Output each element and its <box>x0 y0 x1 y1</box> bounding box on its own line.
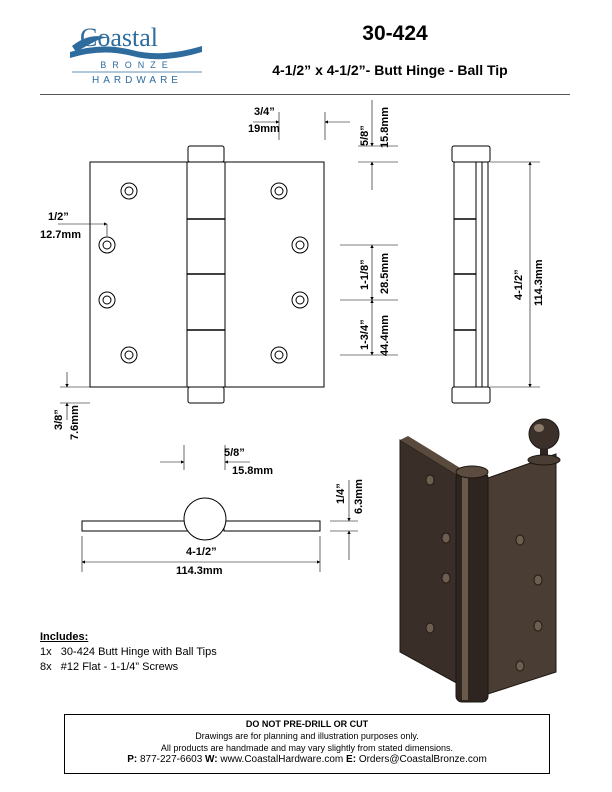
ball-tip-detail <box>527 418 561 466</box>
bottom-ball-tip <box>187 386 225 404</box>
contact-line: P: 877-227-6603 W: www.CoastalHardware.c… <box>65 754 549 766</box>
leaf-thick-mm: 6.3mm <box>353 479 365 514</box>
screw-holes <box>98 182 309 364</box>
item-text: 30-424 Butt Hinge with Ball Tips <box>60 646 217 658</box>
notice-line2: All products are handmade and may vary s… <box>160 743 454 753</box>
tip-height-in: 5/8” <box>359 125 371 146</box>
item-qty: 8x <box>40 661 52 673</box>
email-link[interactable]: Orders@CoastalBronze.com <box>358 754 487 765</box>
height-mm: 114.3mm <box>533 259 545 306</box>
logo-line2: BRONZE <box>100 60 174 70</box>
leaf-to-knuckle-in: 3/4” <box>254 106 275 118</box>
hinge-3d-render <box>399 418 561 703</box>
leaf-to-knuckle-mm: 19mm <box>248 123 280 135</box>
item-text: #12 Flat - 1-1/4” Screws <box>60 661 179 673</box>
hole-gap1-in: 1-1/8” <box>359 259 371 290</box>
bottom-in: 3/8” <box>53 409 65 430</box>
part-number: 30-424 <box>362 22 428 45</box>
phone-label: P: <box>127 754 138 765</box>
header-divider <box>40 94 570 95</box>
logo-line1: Coastal <box>80 23 158 52</box>
notice-heading: DO NOT PRE-DRILL OR CUT <box>245 719 369 729</box>
coastal-bronze-logo: Coastal BRONZE HARDWARE <box>70 23 202 86</box>
logo-line3: HARDWARE <box>92 75 182 86</box>
notice-box: DO NOT PRE-DRILL OR CUT Drawings are for… <box>64 714 550 774</box>
phone-number: 877-227-6603 <box>139 754 203 765</box>
hole-gap1-mm: 28.5mm <box>379 253 391 294</box>
top-ball-tip <box>187 145 225 163</box>
includes-heading: Includes: <box>40 631 89 643</box>
edge-hole-in: 1/2” <box>48 211 69 223</box>
includes-item: 8x #12 Flat - 1-1/4” Screws <box>40 660 217 675</box>
email-label: E: <box>346 754 357 765</box>
notice-line1: Drawings are for planning and illustrati… <box>195 731 419 741</box>
includes-section: Includes: 1x 30-424 Butt Hinge with Ball… <box>40 630 217 675</box>
height-in: 4-1/2” <box>513 269 525 300</box>
knuckle-dia-mm: 15.8mm <box>232 465 273 477</box>
knuckle-dia-in: 5/8” <box>224 447 245 459</box>
front-view <box>89 145 325 404</box>
hole-gap2-mm: 44.4mm <box>379 315 391 356</box>
leaf-thick-in: 1/4” <box>335 483 347 504</box>
width-mm: 114.3mm <box>176 565 223 577</box>
plan-view <box>81 497 321 541</box>
bottom-mm: 7.6mm <box>69 405 81 440</box>
includes-item: 1x 30-424 Butt Hinge with Ball Tips <box>40 645 217 660</box>
edge-hole-mm: 12.7mm <box>40 229 81 241</box>
hole-gap2-in: 1-3/4” <box>359 319 371 350</box>
item-qty: 1x <box>40 646 52 658</box>
website-link[interactable]: www.CoastalHardware.com <box>220 754 344 765</box>
web-label: W: <box>205 754 218 765</box>
width-in: 4-1/2” <box>186 546 217 558</box>
tip-height-mm: 15.8mm <box>379 107 391 148</box>
product-description: 4-1/2” x 4-1/2”- Butt Hinge - Ball Tip <box>272 62 508 78</box>
side-view <box>451 145 491 404</box>
